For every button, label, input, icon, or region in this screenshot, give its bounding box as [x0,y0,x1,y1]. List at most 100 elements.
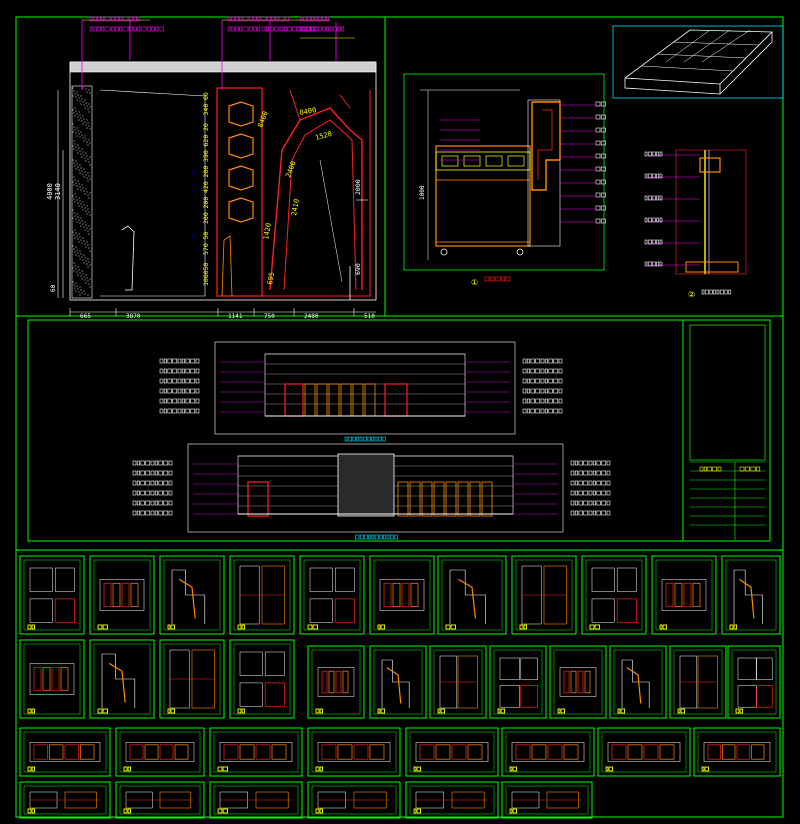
drawing-thumbnail [209,727,303,777]
dimension-label: 60 [202,92,210,100]
sculpture [121,225,135,291]
annotation-mark [644,173,663,179]
annotation-mark [315,766,323,772]
annotation-mark [735,708,743,714]
annotation-mark [729,624,737,630]
dimension-label: 200 [202,166,210,178]
dimension-label: 690 [354,263,362,275]
annotation-mark [27,808,35,814]
grid-front [624,78,721,95]
caster [440,248,448,256]
annotation-mark [497,708,505,714]
annotation-mark [570,500,611,506]
annotation-mark [132,510,173,516]
annotation-mark [315,708,323,714]
drawing-thumbnail [369,555,435,635]
annotation-mark [123,766,131,772]
dimension-label: 60 [50,284,57,292]
annotation-mark [315,808,323,814]
sheet-thumbnails [15,549,784,819]
drawing-thumbnail [159,555,225,635]
annotation-mark [217,808,228,814]
drawing-thumbnail [549,645,607,719]
drawing-thumbnail [581,555,647,635]
dimension-label: 340 [202,104,210,116]
annotation-mark [659,624,667,630]
annotation-mark [159,408,200,414]
annotation-mark [159,368,200,374]
drawing-thumbnail [727,645,781,719]
annotation-mark [217,808,228,814]
annotation-mark [27,624,35,630]
drawing-thumbnail [307,781,401,819]
section-frame [675,149,747,275]
annotation-mark [27,624,35,630]
dimension-label: 50 [202,263,210,271]
plan-elevation [159,341,563,442]
dimension-label: 390 [202,150,210,162]
annotation-mark [735,708,743,714]
stone-column [71,85,93,299]
annotation-mark [522,388,563,394]
annotation-mark [27,708,35,714]
annotation-mark [413,766,421,772]
annotation-mark [217,766,228,772]
drawing-thumbnail [597,727,691,777]
dimension-label: 1520 [314,130,332,142]
annotation-mark [445,624,456,630]
dimension-label: 695 [266,271,276,285]
annotation-mark [519,624,527,630]
annotation-mark [570,480,611,486]
annotation-mark [123,808,131,814]
drawing-thumbnail [429,645,487,719]
annotation-mark [729,624,737,630]
annotation-mark [595,192,606,198]
annotation-mark [27,708,35,714]
drawing-thumbnail [115,727,205,777]
hexagon-cell [228,197,254,223]
annotation-mark [595,218,606,224]
annotation-mark [97,708,108,714]
drawing-thumbnail [501,781,593,819]
drawing-thumbnail [89,555,155,635]
annotation-mark [299,26,345,32]
annotation-mark [159,388,200,394]
drawing-thumbnail [19,555,85,635]
caster [516,248,524,256]
annotation-mark [445,624,456,630]
annotation-mark [644,195,663,201]
dimension-label: 1000 [419,185,426,200]
annotation-mark [589,624,600,630]
annotation-mark [217,766,228,772]
dimension-label: 8400 [299,106,317,117]
annotation-mark [159,398,200,404]
annotation-mark [97,708,108,714]
annotation-mark [570,470,611,476]
hexagon-cell [228,101,254,127]
annotation-mark [89,16,141,22]
annotation-mark [522,378,563,384]
annotation-mark [159,358,200,364]
annotation-mark [237,708,245,714]
drawing-thumbnail [501,727,595,777]
drawing-thumbnail [405,781,499,819]
annotation-mark [27,766,35,772]
annotation-mark [27,624,35,630]
annotation-mark [307,624,318,630]
counter-detail-frame [403,73,605,271]
annotation-mark [355,534,398,540]
top-annotations [81,16,355,90]
annotation-mark [167,624,175,630]
annotation-mark [701,766,709,772]
ceiling-band [69,61,377,73]
annotation-mark [97,624,108,630]
drawing-thumbnail [89,639,155,719]
annotation-mark [344,436,386,442]
dim-diagonal [319,159,343,283]
dimension-label: 1060 [202,270,210,286]
annotation-mark [445,624,456,630]
annotation-mark [27,808,35,814]
